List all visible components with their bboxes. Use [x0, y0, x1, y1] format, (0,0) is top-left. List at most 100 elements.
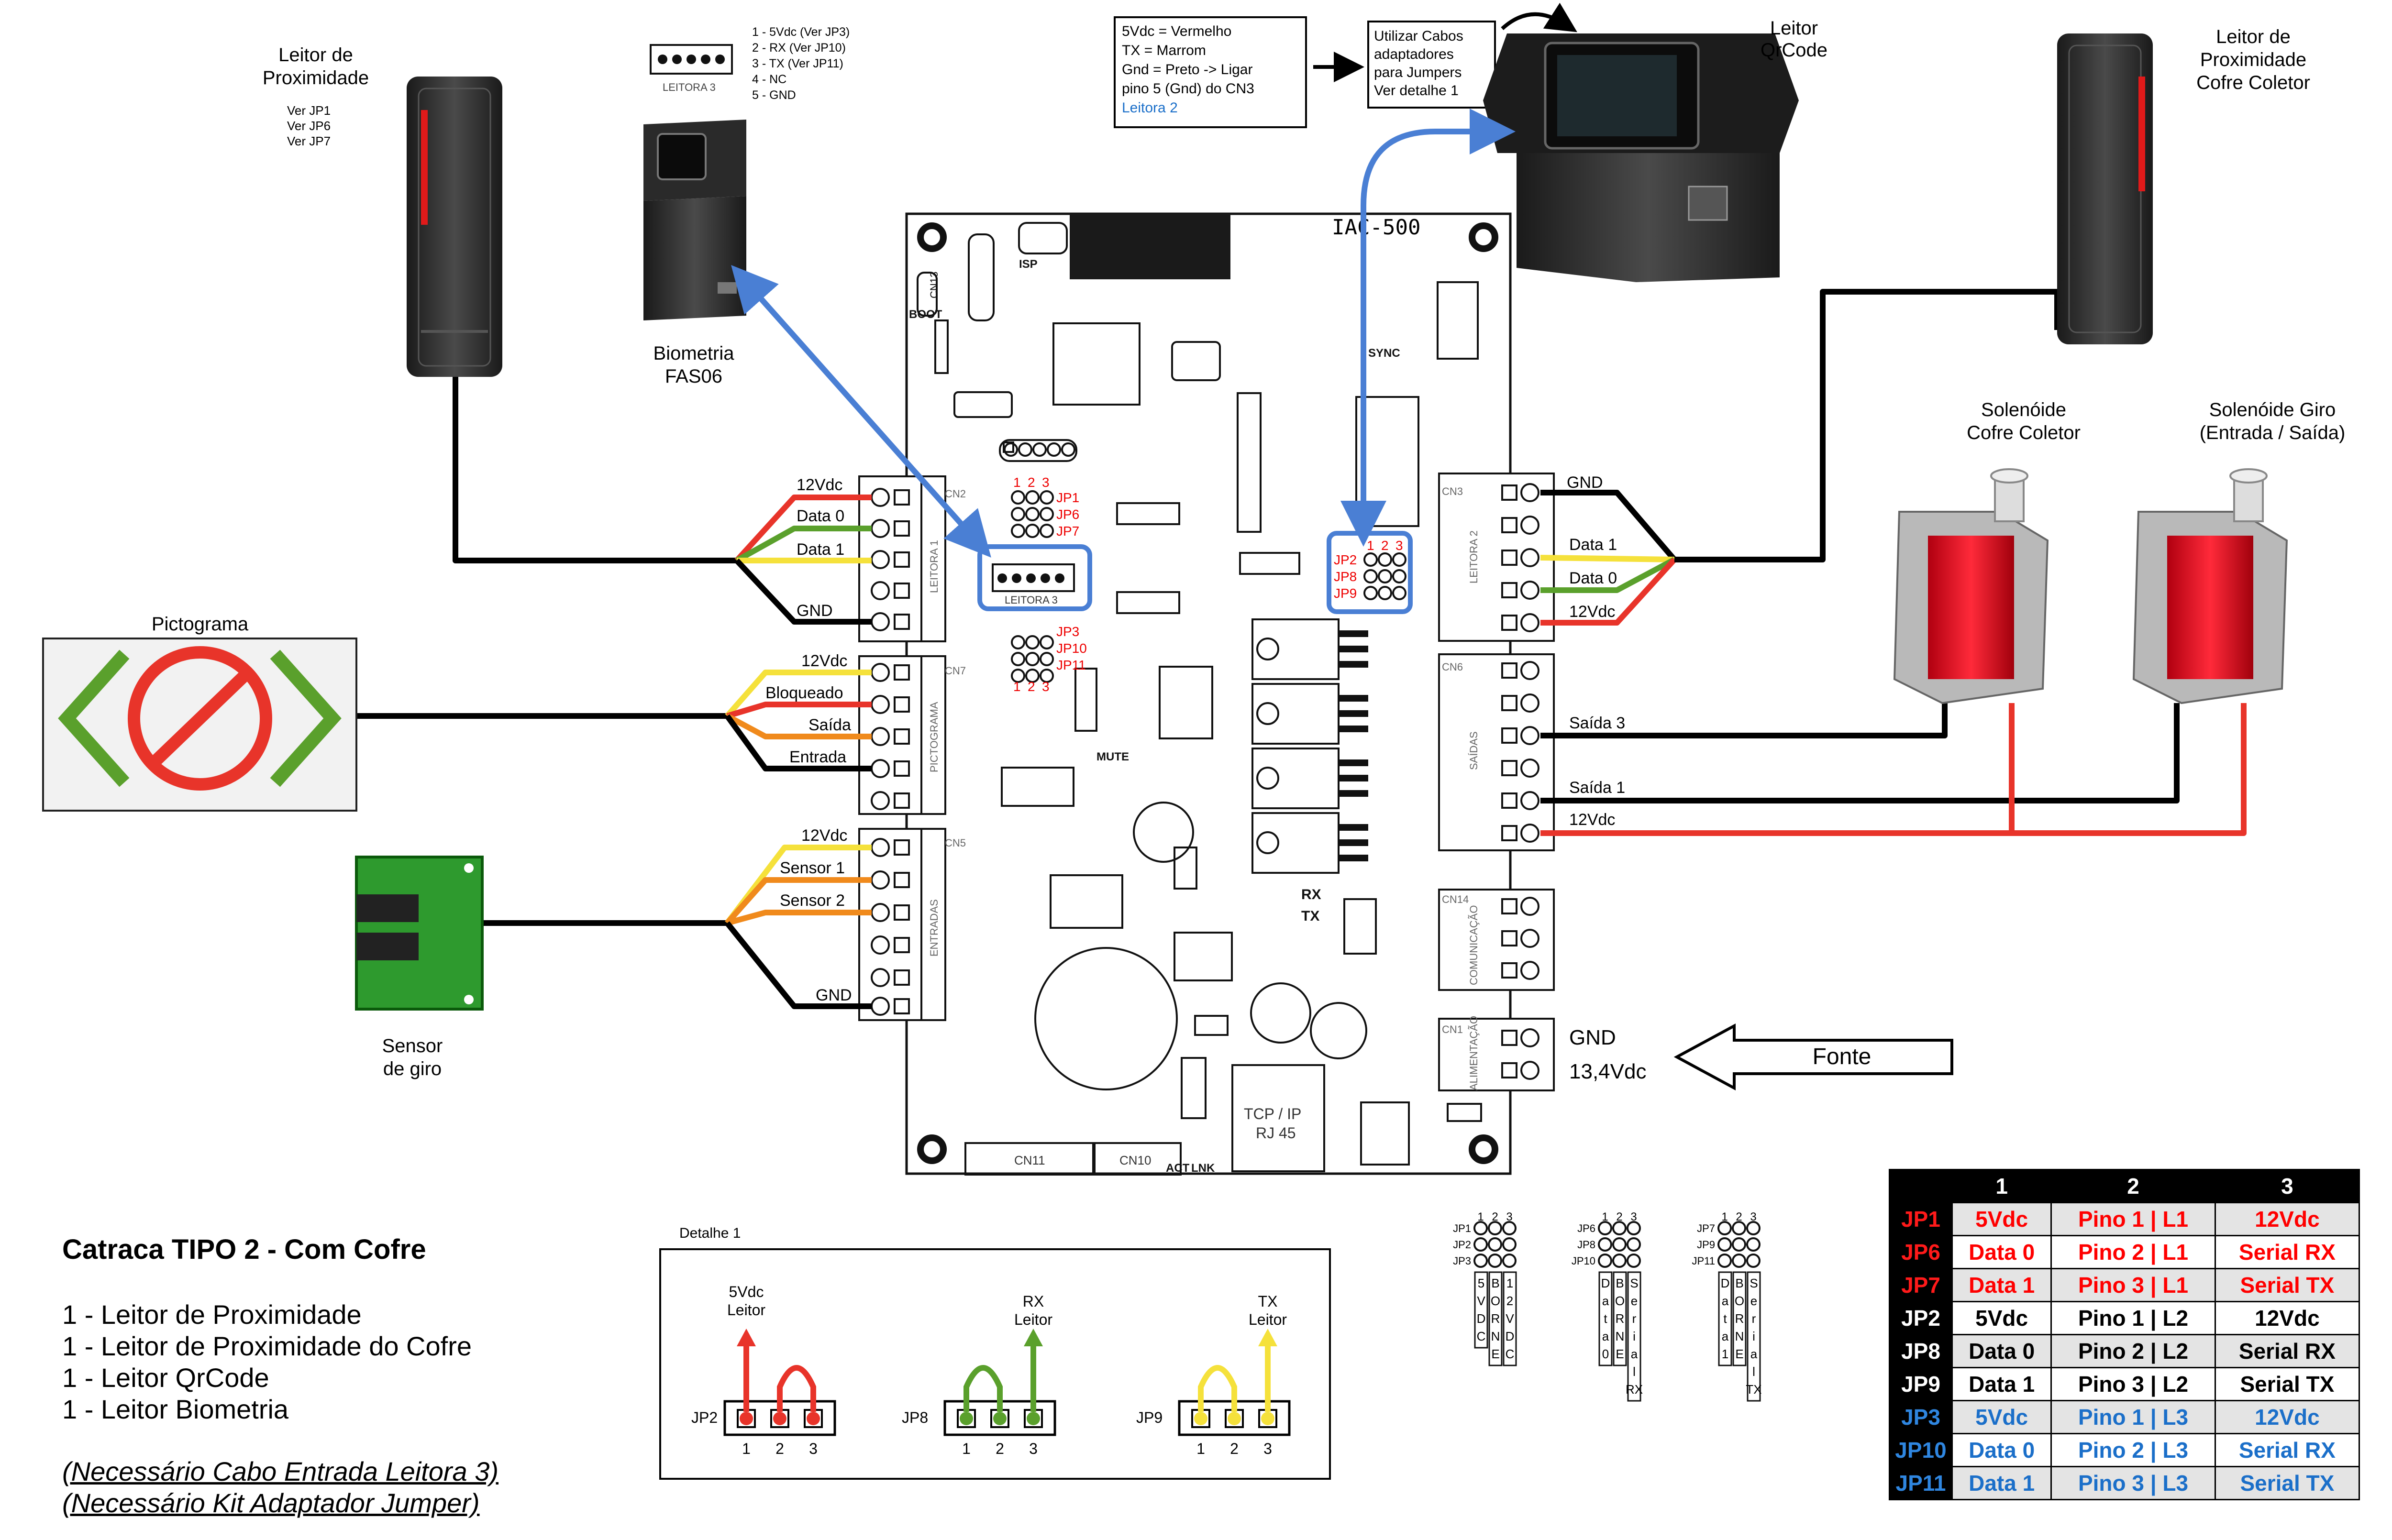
mini-column-char: R	[1735, 1311, 1744, 1326]
power-source-arrow	[1673, 1023, 1953, 1091]
prox1-jp: Ver JP6	[287, 119, 331, 133]
mini-pin	[1502, 1221, 1517, 1235]
table-cell: Serial TX	[2214, 1268, 2360, 1302]
pictograma-title: Pictograma	[152, 614, 249, 635]
wire-label: Data 0	[797, 507, 844, 525]
mini-column-char: r	[1752, 1311, 1756, 1326]
mini-column-char: O	[1615, 1294, 1625, 1308]
wire-label: 12Vdc	[801, 652, 847, 670]
mini-pin-num: 2	[1492, 1210, 1498, 1223]
mini-column-box	[1503, 1271, 1517, 1366]
table-cell: Data 1	[1951, 1268, 2052, 1302]
mini-column-char: 1	[1506, 1276, 1513, 1290]
mini-column-box	[1474, 1271, 1488, 1349]
rx-label: RX	[1301, 887, 1321, 902]
cable-note-line: Utilizar Cabos	[1374, 28, 1463, 44]
prox2-title: Leitor de	[2216, 26, 2291, 47]
table-cell: Data 1	[1951, 1367, 2052, 1401]
detail-pin: 2	[775, 1440, 784, 1457]
cn1-terminal	[1438, 1018, 1555, 1091]
fonte-label: Fonte	[1813, 1044, 1872, 1069]
mini-pin-num: 1	[1721, 1210, 1728, 1223]
wire-label: Saída 3	[1569, 714, 1625, 732]
sol1-subtitle: Cofre Coletor	[1967, 422, 2081, 443]
mute-label: MUTE	[1096, 750, 1129, 763]
mini-column-char: R	[1616, 1311, 1625, 1326]
col-header: 2	[2050, 1169, 2216, 1203]
detail-pin: 3	[1029, 1440, 1038, 1457]
mini-column-box	[1732, 1271, 1747, 1366]
jp-label: JP9	[1334, 586, 1357, 601]
table-cell: Data 0	[1951, 1433, 2052, 1467]
mini-column-char: S	[1630, 1276, 1638, 1290]
detail-pin: 2	[996, 1440, 1004, 1457]
table-cell: Pino 3 | L3	[2050, 1466, 2216, 1500]
detail-jp-label: JP9	[1136, 1409, 1163, 1426]
table-cell: Serial TX	[2214, 1466, 2360, 1500]
mini-column-char: a	[1722, 1329, 1729, 1343]
detail-jp9	[1178, 1329, 1291, 1436]
table-jp-cell: JP6	[1889, 1235, 1953, 1269]
mini-column-char: C	[1506, 1347, 1515, 1361]
mini-pin	[1488, 1237, 1502, 1252]
cn3-terminal	[1438, 473, 1555, 642]
qr-note-line: 5Vdc = Vermelho	[1122, 23, 1231, 39]
mini-jp-label: JP6	[1577, 1222, 1595, 1234]
cable-note-box	[1367, 21, 1496, 109]
detail-label: Leitor	[727, 1301, 765, 1319]
mini-column-char: RX	[1626, 1382, 1643, 1397]
detail-jp-label: JP8	[902, 1409, 928, 1426]
wire-label: Saída 1	[1569, 779, 1625, 797]
mini-column-char: t	[1604, 1311, 1607, 1326]
cn7-terminal	[858, 655, 946, 815]
leitora2-side: LEITORA 2	[1468, 530, 1480, 583]
pin-num: 1	[1013, 679, 1021, 694]
cn2-label: CN2	[945, 488, 966, 500]
mini-jp-label: JP1	[1453, 1222, 1471, 1234]
cn1-label: CN1	[1442, 1023, 1463, 1035]
lnk-label: LNK	[1191, 1162, 1215, 1175]
pin-num: 1	[1367, 538, 1374, 553]
mini-pin	[1612, 1254, 1627, 1268]
bio-connector-label: LEITORA 3	[663, 81, 716, 93]
bio-pin: 5 - GND	[752, 88, 796, 102]
notes-requirement: (Necessário Kit Adaptador Jumper)	[62, 1488, 480, 1518]
mini-pin-num: 2	[1736, 1210, 1742, 1223]
sol2-subtitle: (Entrada / Saída)	[2200, 422, 2346, 443]
detail-title: Detalhe 1	[679, 1225, 741, 1241]
table-jp-cell: JP9	[1889, 1367, 1953, 1401]
col-header: 3	[2214, 1169, 2360, 1203]
mini-jp-label: JP9	[1697, 1239, 1715, 1251]
board-model: IAC-500	[1332, 215, 1420, 240]
notes-item: 1 - Leitor QrCode	[62, 1363, 269, 1393]
mini-column-char: a	[1631, 1347, 1638, 1361]
mini-column-char: i	[1752, 1329, 1755, 1343]
mini-pin	[1612, 1221, 1627, 1235]
rotation-sensor	[355, 856, 484, 1011]
mini-jp-label: JP10	[1572, 1255, 1595, 1267]
mini-jp-label: JP2	[1453, 1239, 1471, 1251]
qr-title: Leitor	[1770, 18, 1818, 39]
table-cell: Pino 1 | L2	[2050, 1301, 2216, 1335]
mini-column-char: e	[1631, 1294, 1638, 1308]
detail-jp2	[723, 1329, 836, 1436]
wire-label: Sensor 2	[780, 891, 845, 910]
cn6-terminal	[1438, 653, 1555, 851]
cn5-terminal	[858, 828, 946, 1021]
table-jp-cell: JP1	[1889, 1202, 1953, 1236]
detail-label: RX	[1023, 1293, 1044, 1310]
controller-board: IAC-500	[858, 212, 1555, 1176]
wire-label: Data 1	[797, 540, 844, 559]
mini-pin	[1473, 1237, 1488, 1252]
wire-label: GND	[816, 986, 852, 1004]
table-cell: 5Vdc	[1951, 1202, 2052, 1236]
solenoid-giro	[2132, 468, 2288, 704]
detail-label: Leitor	[1249, 1311, 1287, 1328]
mini-column-char: O	[1491, 1294, 1500, 1308]
mini-column-char: 5	[1478, 1276, 1484, 1290]
mini-column-char: r	[1632, 1311, 1637, 1326]
relays	[1251, 618, 1340, 874]
